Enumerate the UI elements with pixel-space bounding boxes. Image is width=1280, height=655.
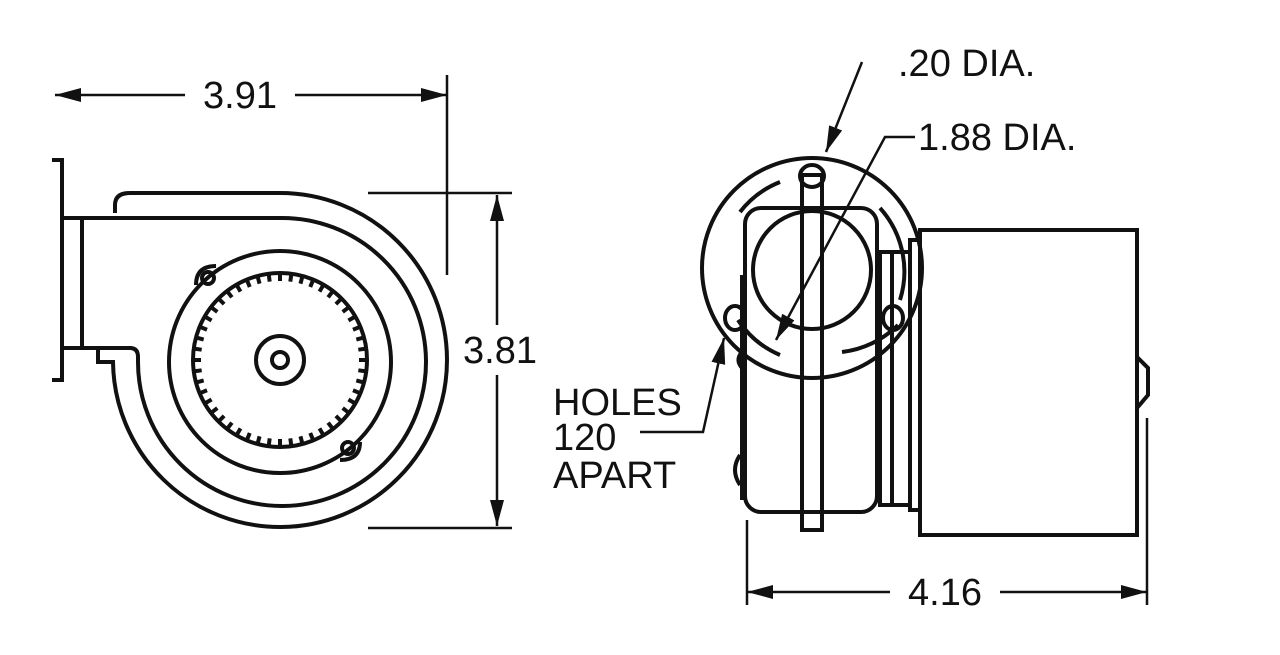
- holes-label: HOLES: [553, 382, 682, 424]
- inlet-dia-label: 1.88 DIA.: [918, 117, 1076, 159]
- fan-blade: [203, 397, 213, 406]
- fan-blade: [193, 368, 202, 374]
- fan-blade: [334, 297, 343, 306]
- housing-body: [743, 206, 879, 514]
- dimension-width: 3.91: [55, 75, 449, 275]
- hole: [723, 304, 747, 332]
- fan-blade: [209, 305, 219, 314]
- inlet-circle: [751, 209, 873, 331]
- fan-blade: [288, 438, 294, 447]
- side-view: [700, 156, 1150, 537]
- fan-blade: [326, 421, 335, 431]
- fan-blade: [225, 289, 234, 299]
- fan-blade: [195, 335, 205, 342]
- shaft-bar: [800, 173, 824, 532]
- fan-blade: [203, 314, 213, 323]
- fan-blade: [255, 275, 262, 285]
- inner-scroll: [62, 215, 428, 508]
- depth-label: 4.16: [908, 572, 982, 614]
- height-label: 3.81: [463, 330, 537, 372]
- fan-blade: [266, 273, 272, 282]
- fan-blade: [317, 427, 326, 437]
- fan-blade: [288, 273, 294, 282]
- fan-blade: [352, 324, 362, 332]
- motor-body: [918, 228, 1139, 537]
- shaft: [270, 350, 290, 370]
- hole: [798, 163, 826, 189]
- hub: [254, 334, 306, 386]
- fan-blade: [308, 432, 316, 442]
- fan-blade: [209, 406, 219, 415]
- fan-blade: [217, 297, 226, 306]
- front-view: [52, 158, 449, 529]
- fan-blade: [341, 406, 351, 415]
- fan-blade: [244, 278, 252, 288]
- fan-blade: [334, 414, 343, 423]
- fan-blade: [234, 427, 243, 437]
- fan-blade: [355, 378, 365, 385]
- mounting-flange-circle: [700, 156, 924, 380]
- holes-angle-label: 120: [553, 417, 616, 459]
- fan-blade: [266, 438, 272, 447]
- fan-blade: [298, 275, 305, 285]
- fan-blade: [298, 435, 305, 445]
- fan-blade: [358, 368, 367, 374]
- fan-blade: [308, 278, 316, 288]
- fan-blade: [355, 335, 365, 342]
- fan-blade: [225, 421, 234, 431]
- fan-blades: [193, 273, 367, 447]
- fan-blade: [347, 397, 357, 406]
- dimension-depth: 4.16: [745, 418, 1149, 614]
- dimension-height: 3.81: [368, 191, 537, 530]
- width-label: 3.91: [203, 75, 277, 117]
- hole-dia-label: .20 DIA.: [898, 43, 1035, 85]
- motor-plate: [878, 250, 912, 507]
- fan-blade: [244, 432, 252, 442]
- fan-blade: [347, 314, 357, 323]
- outer-scroll: [96, 191, 449, 529]
- fan-blade: [341, 305, 351, 314]
- fan-blade: [255, 435, 262, 445]
- fan-blade: [317, 283, 326, 293]
- fan-blade: [358, 346, 367, 352]
- fan-blade: [352, 388, 362, 396]
- motor-nub: [1135, 355, 1150, 410]
- fan-blade: [193, 346, 202, 352]
- mounting-flange: [52, 158, 64, 382]
- motor-plate-ring: [167, 249, 393, 475]
- fan-blade: [217, 414, 226, 423]
- callout-inlet-dia: 1.88 DIA.: [774, 117, 1076, 341]
- callout-holes: HOLES 120 APART: [553, 337, 726, 497]
- fan-blade: [326, 289, 335, 299]
- holes-apart-label: APART: [553, 455, 676, 497]
- screw-lug: [340, 440, 356, 456]
- fan-blade: [198, 388, 208, 396]
- callout-hole-dia: .20 DIA.: [824, 43, 1035, 153]
- fan-blade: [195, 378, 205, 385]
- screw-lug: [200, 270, 216, 286]
- fan-blade: [198, 324, 208, 332]
- fan-blade: [234, 283, 243, 293]
